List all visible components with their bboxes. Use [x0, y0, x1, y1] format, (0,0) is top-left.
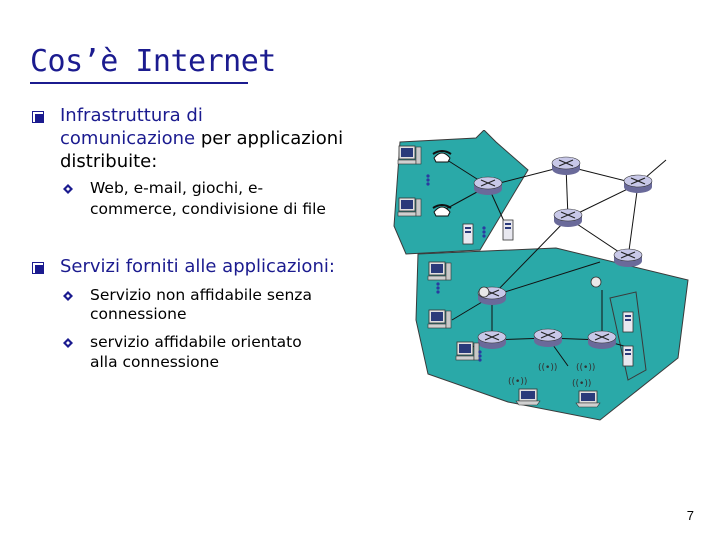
svg-text:((•)): ((•)) [508, 377, 527, 387]
bullet-1-line-1: Infrastruttura di [60, 105, 203, 127]
bullet-1-highlight-2: comunicazione [60, 128, 196, 149]
svg-text:((•)): ((•)) [576, 363, 595, 373]
sub-bullet-2-line-2: connessione [90, 305, 187, 323]
checkbox-bullet-icon [32, 262, 44, 274]
page-number: 7 [686, 508, 694, 523]
sub-bullet-2-line-1: Servizio non affidabile senza [90, 286, 312, 304]
svg-text:((•)): ((•)) [538, 363, 557, 373]
bullet-2-text: Servizi forniti alle applicazioni: [60, 256, 335, 277]
bullet-1-line-2: comunicazione per applicazioni [60, 128, 343, 150]
sub-bullet-1-line-1: Web, e-mail, giochi, e- [90, 179, 264, 197]
diamond-bullet-icon [63, 291, 73, 301]
slide-title: Cos’è Internet [30, 44, 276, 79]
bullet-1-line-3: distribuite: [60, 151, 158, 172]
bullet-1-highlight: Infrastruttura di [60, 105, 203, 126]
checkbox-bullet-icon [32, 111, 44, 123]
sub-bullet-3-line-2: alla connessione [90, 353, 220, 371]
svg-text:((•)): ((•)) [572, 379, 591, 389]
sub-bullet-3-line-1: servizio affidabile orientato [90, 333, 302, 351]
bullet-1-rest: per applicazioni [195, 128, 344, 149]
diamond-bullet-icon [63, 184, 73, 194]
title-underline [30, 82, 248, 84]
diamond-bullet-icon [63, 338, 73, 348]
sub-bullet-1-line-2: commerce, condivisione di file [90, 200, 326, 218]
network-diagram: ((•)) ((•)) ((•)) ((•)) [393, 130, 689, 421]
